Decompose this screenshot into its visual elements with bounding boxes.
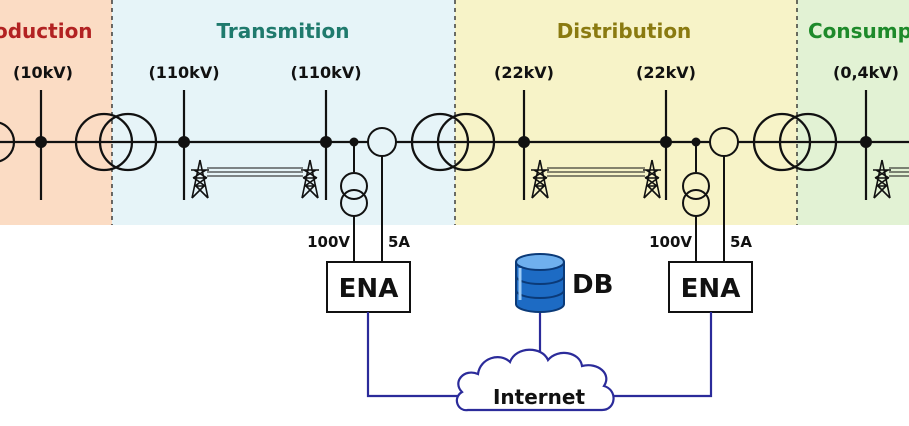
voltage-label-transmission-a: (110kV)	[148, 63, 219, 82]
ena-meter-2[interactable]: ENA	[668, 261, 753, 313]
meter-1-current: 5A	[388, 233, 410, 251]
voltage-label-distribution-b: (22kV)	[636, 63, 696, 82]
database-label: DB	[572, 270, 613, 300]
production-title: oduction	[0, 19, 93, 43]
ena-meter-1[interactable]: ENA	[326, 261, 411, 313]
transformer-trans-dist	[410, 112, 496, 172]
database-icon[interactable]	[515, 253, 565, 313]
consumption-tower	[872, 159, 909, 199]
consumption-title: Consump	[808, 19, 909, 43]
cloud-icon[interactable]	[455, 348, 615, 412]
transmission-title: Transmition	[216, 19, 349, 43]
power-transformers	[74, 112, 838, 172]
instrument-transformers-2	[682, 127, 739, 262]
distribution-zone	[455, 0, 797, 225]
voltage-label-consumption: (0,4kV)	[833, 63, 899, 82]
zone-separators	[111, 0, 798, 225]
ena-meter-2-label: ENA	[681, 274, 741, 304]
ena-meter-1-label: ENA	[339, 274, 399, 304]
instrument-transformers-1	[340, 127, 397, 262]
meter-2-voltage: 100V	[649, 233, 692, 251]
bus-nodes	[35, 136, 872, 148]
consumption-zone	[797, 0, 909, 225]
transmission-towers-110kv	[190, 159, 320, 199]
internet-label: Internet	[493, 385, 585, 409]
production-zone	[0, 0, 112, 225]
meter-2-current: 5A	[730, 233, 752, 251]
voltage-label-distribution-a: (22kV)	[494, 63, 554, 82]
voltage-label-transmission-b: (110kV)	[290, 63, 361, 82]
distribution-title: Distribution	[557, 19, 692, 43]
transmission-zone	[112, 0, 455, 225]
distribution-towers-22kv	[530, 159, 662, 199]
meter-1-voltage: 100V	[307, 233, 350, 251]
transformer-dist-cons	[752, 112, 838, 172]
generator-symbol	[0, 121, 16, 163]
transformer-prod-trans	[74, 112, 158, 172]
voltage-label-production: (10kV)	[13, 63, 73, 82]
network-links	[366, 312, 713, 398]
